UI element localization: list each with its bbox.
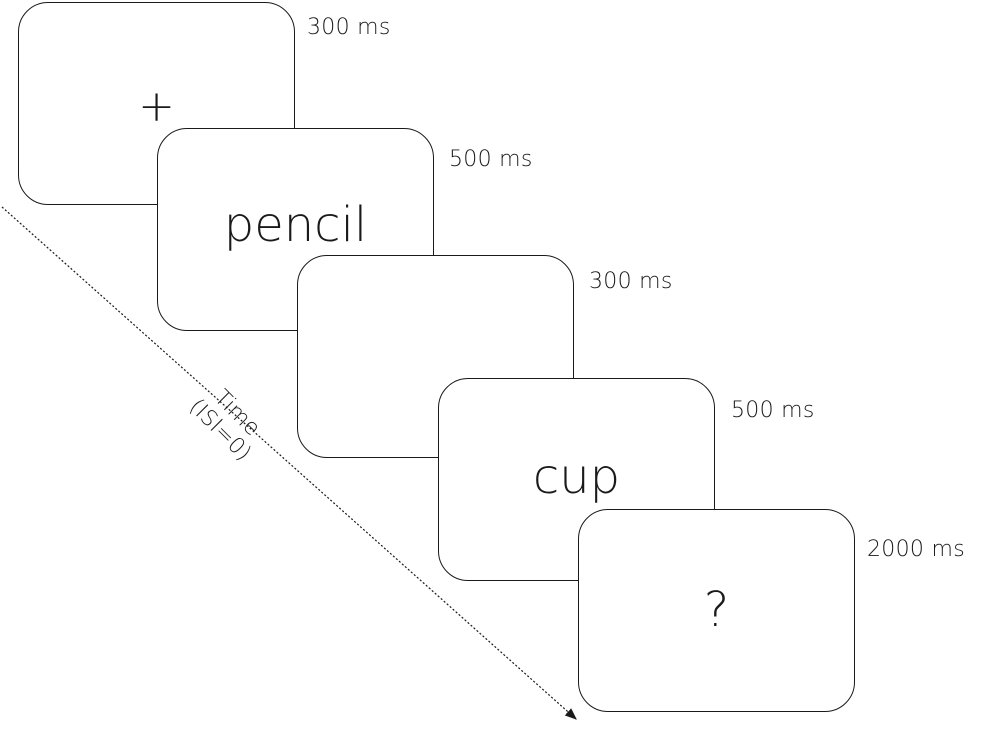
screen-question: ?	[578, 509, 855, 712]
question-mark: ?	[703, 582, 730, 638]
duration-label-4: 500 ms	[731, 398, 815, 423]
fixation-cross: +	[138, 81, 175, 132]
duration-label-2: 500 ms	[449, 147, 533, 172]
duration-label-3: 300 ms	[589, 269, 673, 294]
duration-label-5: 2000 ms	[867, 537, 965, 562]
stimulus-word-pencil: pencil	[223, 197, 368, 253]
duration-label-1: 300 ms	[307, 15, 391, 40]
stimulus-word-cup: cup	[532, 449, 621, 505]
